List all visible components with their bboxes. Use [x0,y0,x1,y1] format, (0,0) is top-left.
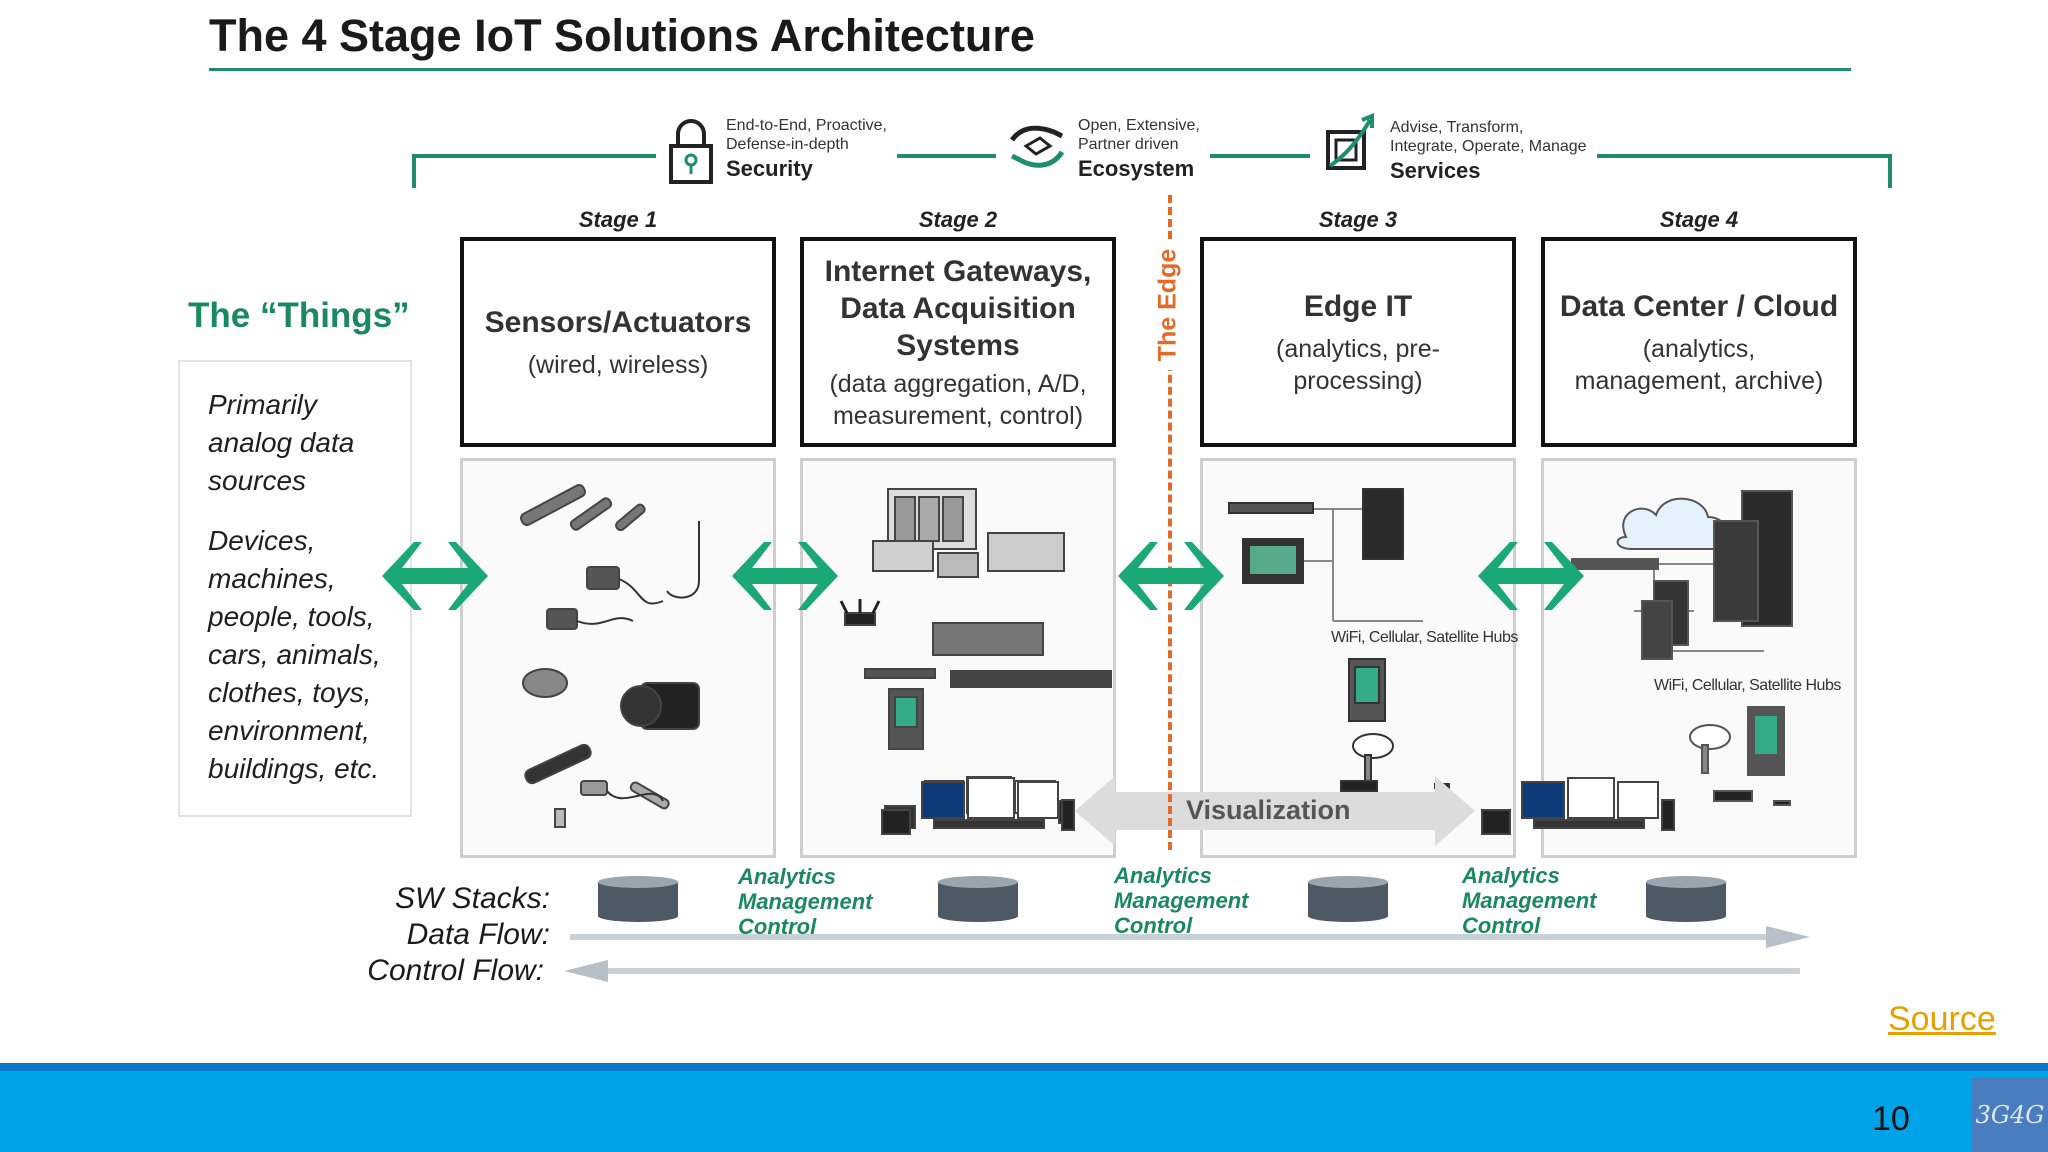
theme-name: Security [726,156,813,181]
stage-title: Sensors/Actuators [484,305,752,339]
stage-title: Data Acquisition [840,291,1076,325]
monitors-cluster-left [881,777,1075,835]
things-paragraph: Primarily analog data sources [208,386,410,500]
page-title: The 4 Stage IoT Solutions Architecture [209,10,1035,61]
amc-line: Analytics [1462,863,1560,888]
amc-line: Management [1114,888,1249,913]
things-line: sources [208,465,307,496]
theme-security: End-to-End, Proactive, Defense-in-depth … [656,116,897,188]
theme-desc-line: Open, Extensive, [1078,117,1200,134]
theme-desc-line: Partner driven [1078,136,1179,153]
amc-line: Analytics [738,864,836,889]
data-center-illustration [1571,490,1793,806]
sw-stack-disc [1646,876,1726,922]
stage-subtitle: (wired, wireless) [527,350,709,379]
control-flow-arrow [564,960,1800,982]
title-divider [209,68,1851,71]
stage-label: Stage 3 [1318,207,1398,232]
amc-line: Management [1462,888,1597,913]
stage-subtitle: (analytics, [1642,334,1756,363]
sw-stack-disc [1308,876,1388,922]
sw-stack-disc [938,876,1018,922]
edge-it-illustration [1228,488,1450,792]
double-arrow-icon [382,542,488,610]
stage-title: Internet Gateways, [824,254,1092,288]
control-flow-label: Control Flow: [367,954,544,987]
stage-label: Stage 4 [1659,207,1739,232]
stage-title: Edge IT [1303,289,1413,323]
page-number: 10 [1872,1100,1910,1138]
sensors-illustration [520,484,700,828]
amc-line: Control [1462,913,1541,938]
source-link[interactable]: Source [1888,1000,1996,1038]
stage-subtitle: (data aggregation, A/D, [829,369,1087,398]
stage-label: Stage 1 [578,207,658,232]
stage-3-panel: WiFi, Cellular, Satellite Hubs [1200,458,1518,858]
stage-title: Data Center / Cloud [1559,289,1839,323]
things-line: analog data [208,427,355,458]
stage-1-box: Sensors/Actuators (wired, wireless) [460,237,776,447]
things-line: Primarily [208,389,317,420]
stage-subtitle: measurement, control) [832,401,1084,430]
stage-2-box: Internet Gateways, Data Acquisition Syst… [800,237,1116,447]
stage-4-box: Data Center / Cloud (analytics, manageme… [1541,237,1857,447]
sw-stack-disc [598,876,678,922]
things-line: environment, [208,715,370,746]
edge-label-box: The Edge [1146,240,1190,370]
amc-line: Control [1114,913,1193,938]
double-arrow-icon [732,542,838,610]
theme-desc-line: Defense-in-depth [726,136,849,153]
stage-1-panel [460,458,776,858]
theme-services: Advise, Transform, Integrate, Operate, M… [1310,110,1597,184]
things-paragraph: Devices, machines, people, tools, cars, … [208,522,410,788]
things-line: clothes, toys, [208,677,372,708]
theme-desc-line: Advise, Transform, [1390,119,1524,136]
things-line: buildings, etc. [208,753,380,784]
double-arrow-icon [1478,542,1584,610]
amc-line: Management [738,889,873,914]
theme-name: Ecosystem [1078,156,1195,181]
theme-ecosystem: Open, Extensive, Partner driven Ecosyste… [996,116,1210,182]
things-line: machines, [208,563,336,594]
growth-chart-icon [1326,113,1374,170]
theme-desc-line: Integrate, Operate, Manage [1390,138,1587,155]
stage-label: Stage 2 [918,207,998,232]
visualization-arrow [1075,776,1475,846]
sw-stacks-label: SW Stacks: [394,882,550,915]
data-flow-label: Data Flow: [406,918,550,951]
handshake-icon [1009,125,1065,168]
things-line: people, tools, [208,601,375,632]
things-line: cars, animals, [208,639,381,670]
theme-name: Services [1390,158,1481,183]
stage-title: Systems [896,328,1020,362]
amc-line: Analytics [1114,863,1212,888]
slide-footer-bar [0,1063,2048,1152]
edge-label: The Edge [1153,248,1182,362]
theme-desc-line: End-to-End, Proactive, [726,117,887,134]
visualization-label: Visualization [1186,795,1351,825]
stage-3-box: Edge IT (analytics, pre- processing) [1200,237,1516,447]
things-description-box: Primarily analog data sources Devices, m… [178,360,412,817]
things-title: The “Things” [188,296,410,335]
hubs-label: WiFi, Cellular, Satellite Hubs [1331,629,1518,646]
brand-logo: 3G4G [1972,1078,2048,1152]
stage-subtitle: processing) [1293,366,1423,395]
stage-subtitle: management, archive) [1574,366,1824,395]
hubs-label: WiFi, Cellular, Satellite Hubs [1654,677,1841,694]
things-line: Devices, [208,525,316,556]
amc-label-group: Analytics Management Control [1114,863,1248,938]
data-flow-arrow [570,926,1810,948]
double-arrow-icon [1118,542,1224,610]
monitors-cluster-right [1481,777,1675,835]
amc-label-group: Analytics Management Control [1462,863,1596,938]
stage-subtitle: (analytics, pre- [1276,334,1440,363]
edge-divider-line [1168,195,1172,850]
padlock-icon [669,119,713,184]
